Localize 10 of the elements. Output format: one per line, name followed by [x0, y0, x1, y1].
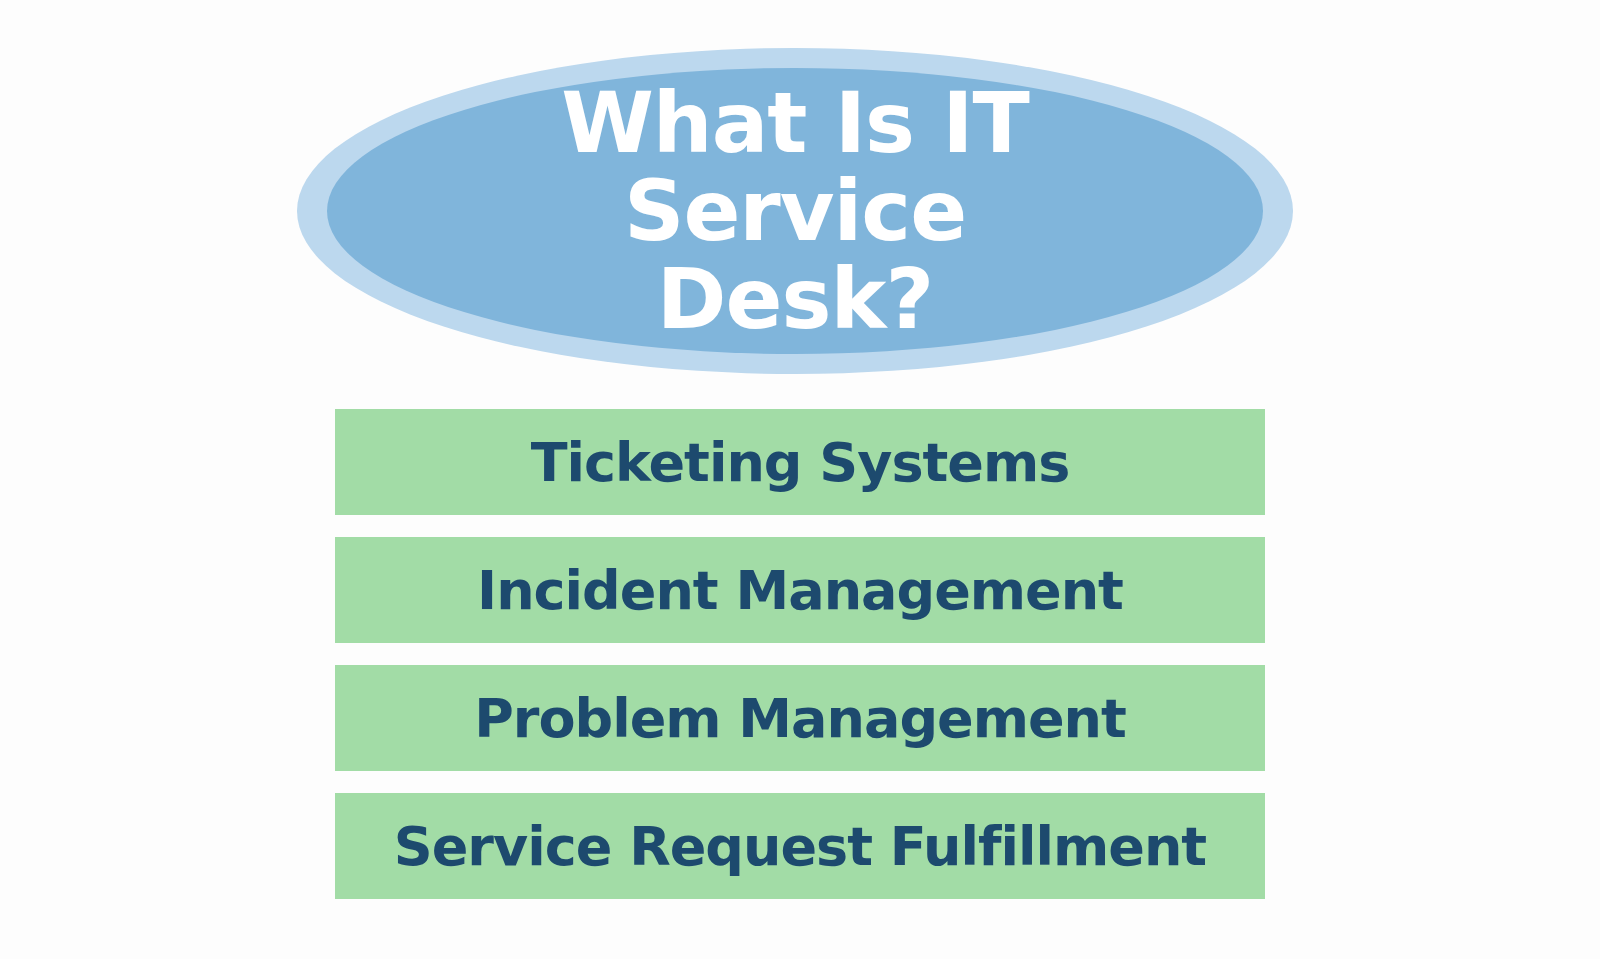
bar-label: Ticketing Systems — [530, 430, 1070, 494]
bar-label: Incident Management — [477, 558, 1123, 622]
bar-label: Service Request Fulfillment — [393, 814, 1207, 878]
category-bar — [335, 409, 1265, 515]
category-bar — [335, 793, 1265, 899]
title-ellipse — [297, 48, 1293, 374]
category-bar — [335, 665, 1265, 771]
category-bar — [335, 537, 1265, 643]
heading-text: What Is IT Service Desk? — [560, 79, 1031, 343]
bar-label: Problem Management — [474, 686, 1126, 750]
